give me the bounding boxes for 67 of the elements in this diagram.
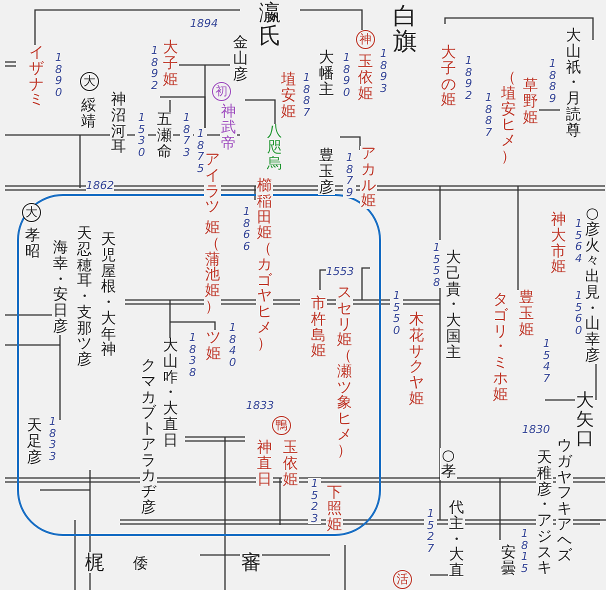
name-text: タゴリ・ミホ姫 <box>492 292 508 402</box>
year-text: 1553 <box>326 266 354 278</box>
name-text: 孝昭 <box>24 228 40 260</box>
year-text: 1873 <box>180 112 194 158</box>
name-text: 神武帝 <box>220 104 236 152</box>
circled-mark: 神 <box>356 30 375 49</box>
name-text: 豊玉彦 <box>318 148 334 196</box>
name-text: 大山咋・大直日 <box>162 338 178 448</box>
clan-name: 白旗 <box>392 4 418 54</box>
name-text: 姫（蒲池姫） <box>204 220 220 314</box>
name-text: 大己貴・大国主 <box>445 250 462 360</box>
name-text: 神直日 <box>256 440 272 488</box>
name-text: 代主・大直 <box>448 500 464 579</box>
clan-name: 瀛氏 <box>258 2 282 48</box>
year-text: 1527 <box>424 508 438 554</box>
name-text: 八咫烏 <box>266 124 282 172</box>
circled-mark: 大 <box>22 203 41 222</box>
name-text: 天児屋根・大年神 <box>100 232 116 358</box>
name-text: 大山祇・月読尊 <box>565 28 582 138</box>
name-text: 安曇 <box>500 545 516 576</box>
name-text: 天足彦 <box>26 418 42 466</box>
name-text: イザナミ <box>28 45 44 108</box>
name-text: 玉依姫 <box>282 440 298 488</box>
name-text: 神大市姫 <box>550 212 566 275</box>
name-text: 木花サクヤ姫 <box>408 312 424 406</box>
circled-mark: 初 <box>212 82 231 101</box>
name-text: 下照姫 <box>326 485 342 532</box>
name-text: 五瀬命 <box>156 112 172 160</box>
name-text: ウガヤフキアヘズ <box>556 438 572 564</box>
year-text: 1862 <box>86 180 114 192</box>
name-text: 倭 <box>132 556 148 572</box>
year-text: 1530 <box>135 112 148 158</box>
name-text: アカル姫 <box>360 146 376 209</box>
name-text: 大子姫 <box>162 40 178 88</box>
name-text: （埴安ヒメ） <box>500 70 516 164</box>
year-text: 1550 <box>390 290 404 336</box>
name-text: 大子の姫 <box>440 45 456 108</box>
circled-mark: 鴨 <box>272 416 291 435</box>
name-text: 埴安姫 <box>280 72 296 120</box>
name-text: 市杵島姫 <box>310 296 326 359</box>
name-text: 梶 <box>84 552 106 573</box>
circled-mark: 活 <box>393 570 412 589</box>
name-text: 海幸・安日彦 <box>52 240 68 334</box>
name-text: 大幡主 <box>318 50 334 98</box>
name-text: スセリ姫（瀬ツ象ヒメ） <box>336 285 352 458</box>
year-text: 1833 <box>246 400 274 412</box>
name-text: 審 <box>240 552 262 573</box>
name-text: 天忍穂耳・支那ツ彦 <box>76 226 92 368</box>
name-text: 豊玉姫 <box>518 290 534 338</box>
name-text: 天稚彦・アジスキ <box>536 450 552 576</box>
name-text: 櫛稲田姫（カゴヤヒメ） <box>256 178 272 352</box>
name-text: ○孝 <box>440 448 456 480</box>
name-text: 綏靖 <box>80 98 96 130</box>
year-text: 1830 <box>522 424 550 436</box>
name-text: ○彦火々出見・山幸彦 <box>584 206 600 364</box>
year-text: 1894 <box>190 18 218 30</box>
name-text: 草野姫 <box>522 78 538 126</box>
name-text: 大矢口 <box>575 392 595 449</box>
name-text: 玉依姫 <box>357 54 374 102</box>
name-text: 金山彦 <box>232 35 248 82</box>
name-text: アイラツ <box>204 152 220 215</box>
name-text: ツ姫 <box>205 330 222 362</box>
name-text: 神沼河耳 <box>110 92 126 155</box>
year-text: 1523 <box>308 478 322 524</box>
year-text: 1879 <box>343 152 356 198</box>
name-text: クマカブトアラカヂ彦 <box>140 358 156 516</box>
circled-mark: 大 <box>80 72 99 91</box>
